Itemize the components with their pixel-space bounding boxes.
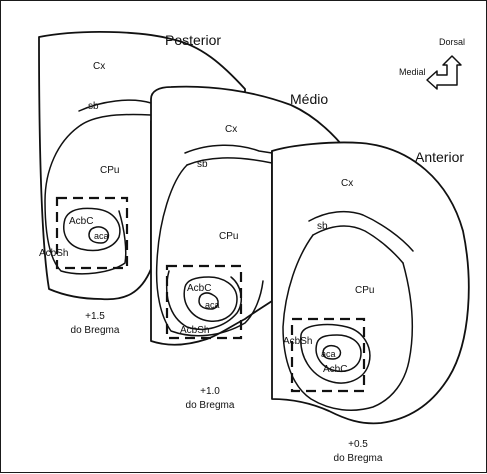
medio-reference: do Bregma: [186, 400, 235, 411]
posterior-title: Posterior: [165, 32, 221, 48]
posterior-region-aca: aca: [94, 231, 109, 241]
anterior-reference: do Bregma: [334, 453, 383, 464]
posterior-coordinate: +1.5: [85, 311, 105, 322]
anterior-region-cx: Cx: [341, 178, 353, 189]
anterior-region-acbc: AcbC: [323, 364, 347, 375]
posterior-region-acbc: AcbC: [69, 216, 93, 227]
posterior-reference: do Bregma: [71, 325, 120, 336]
medio-title: Médio: [290, 91, 328, 107]
anterior-coordinate: +0.5: [348, 439, 368, 450]
medio-region-acbc: AcbC: [187, 283, 211, 294]
anterior-title: Anterior: [415, 149, 464, 165]
orientation-medial-label: Medial: [399, 67, 426, 77]
anterior-region-acbsh: AcbSh: [283, 336, 312, 347]
medio-region-cpu: CPu: [219, 231, 238, 242]
medio-region-sb: sb: [197, 159, 208, 170]
orientation-arrow-icon: [427, 56, 461, 89]
medio-region-aca: aca: [205, 300, 220, 310]
medio-coordinate: +1.0: [200, 386, 220, 397]
anterior-section: Anterior Cx sb CPu AcbSh aca AcbC +0.5 d…: [272, 142, 469, 464]
anterior-region-cpu: CPu: [355, 285, 374, 296]
medio-region-cx: Cx: [225, 124, 237, 135]
orientation-indicator: Dorsal Medial: [399, 37, 465, 89]
posterior-region-acbsh: AcbSh: [39, 248, 68, 259]
posterior-region-cx: Cx: [93, 61, 105, 72]
anterior-region-aca: aca: [321, 349, 336, 359]
orientation-dorsal-label: Dorsal: [439, 37, 465, 47]
anterior-region-sb: sb: [317, 221, 328, 232]
medio-region-acbsh: AcbSh: [180, 325, 209, 336]
posterior-region-sb: sb: [88, 101, 99, 112]
posterior-region-cpu: CPu: [100, 165, 119, 176]
anterior-outline: [272, 142, 469, 423]
